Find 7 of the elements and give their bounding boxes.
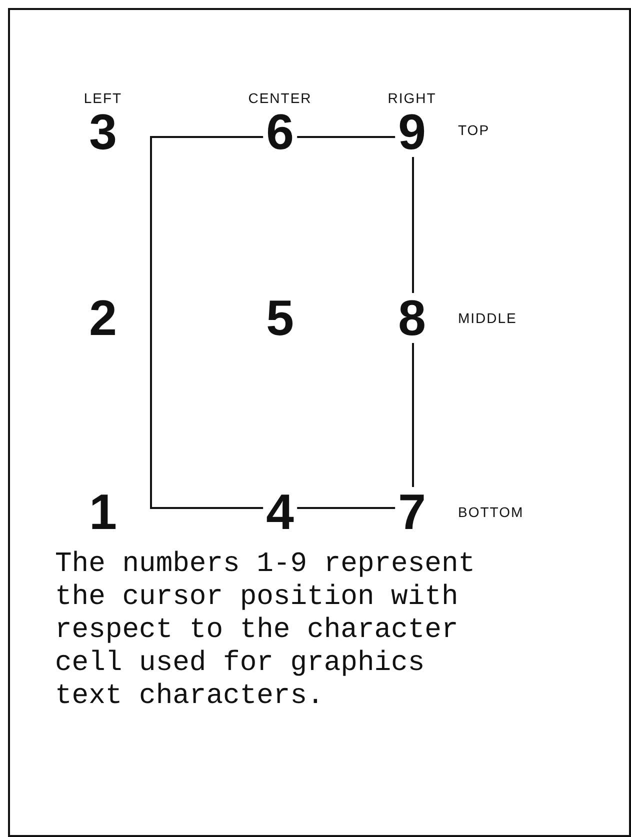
column-heading: LEFT (84, 90, 122, 106)
caption-text: The numbers 1-9 represent the cursor position with respect to the character cell used for graphics text characters. (55, 548, 476, 713)
row-label: BOTTOM (458, 504, 524, 520)
row-label: TOP (458, 122, 490, 138)
column-heading: RIGHT (388, 90, 436, 106)
column-heading: CENTER (248, 90, 312, 106)
row-label: MIDDLE (458, 310, 517, 326)
